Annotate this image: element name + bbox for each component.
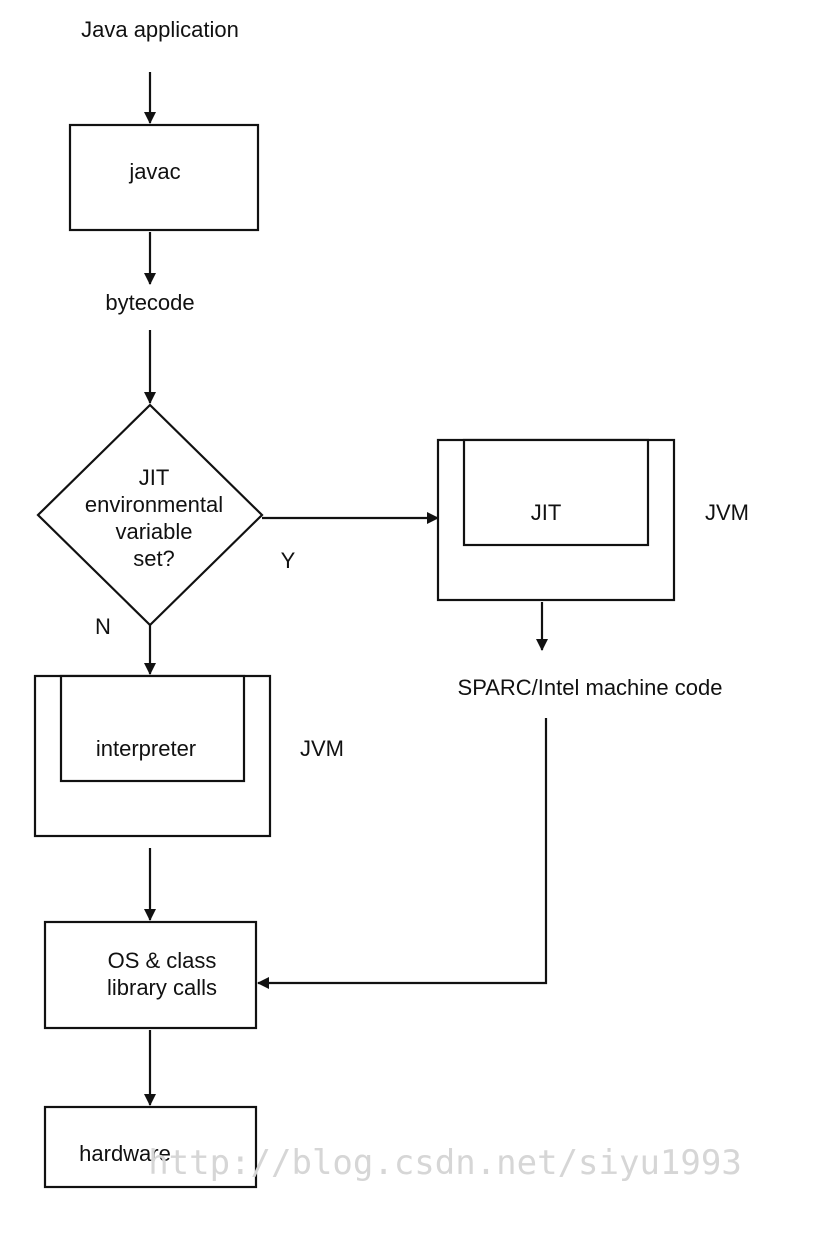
interpreter-label: interpreter [96, 736, 196, 761]
machine-code-label: SPARC/Intel machine code [458, 675, 723, 700]
decision-line-1: JIT [139, 465, 170, 490]
jvm-left-label: JVM [300, 736, 344, 761]
javac-label: javac [128, 159, 180, 184]
os-library-calls-box [43, 920, 258, 1030]
decision-line-2: environmental [85, 492, 223, 517]
hardware-box [43, 1105, 258, 1189]
watermark: http://blog.csdn.net/siyu1993 [148, 1143, 742, 1183]
interpreter-inner-box [59, 674, 246, 783]
jit-label: JIT [531, 500, 562, 525]
decision-line-4: set? [133, 546, 175, 571]
jvm-right-label: JVM [705, 500, 749, 525]
no-label: N [95, 614, 111, 639]
java-application-label: Java application [81, 17, 239, 42]
os-calls-line-1: OS & class [108, 948, 217, 973]
javac-box [68, 123, 260, 232]
arrow-machine-code-to-os [257, 718, 548, 989]
yes-label: Y [281, 548, 296, 573]
os-calls-line-2: library calls [107, 975, 217, 1000]
bytecode-label: bytecode [105, 290, 194, 315]
decision-line-3: variable [115, 519, 192, 544]
hardware-label: hardware [79, 1141, 171, 1166]
jit-inner-box [462, 438, 650, 547]
